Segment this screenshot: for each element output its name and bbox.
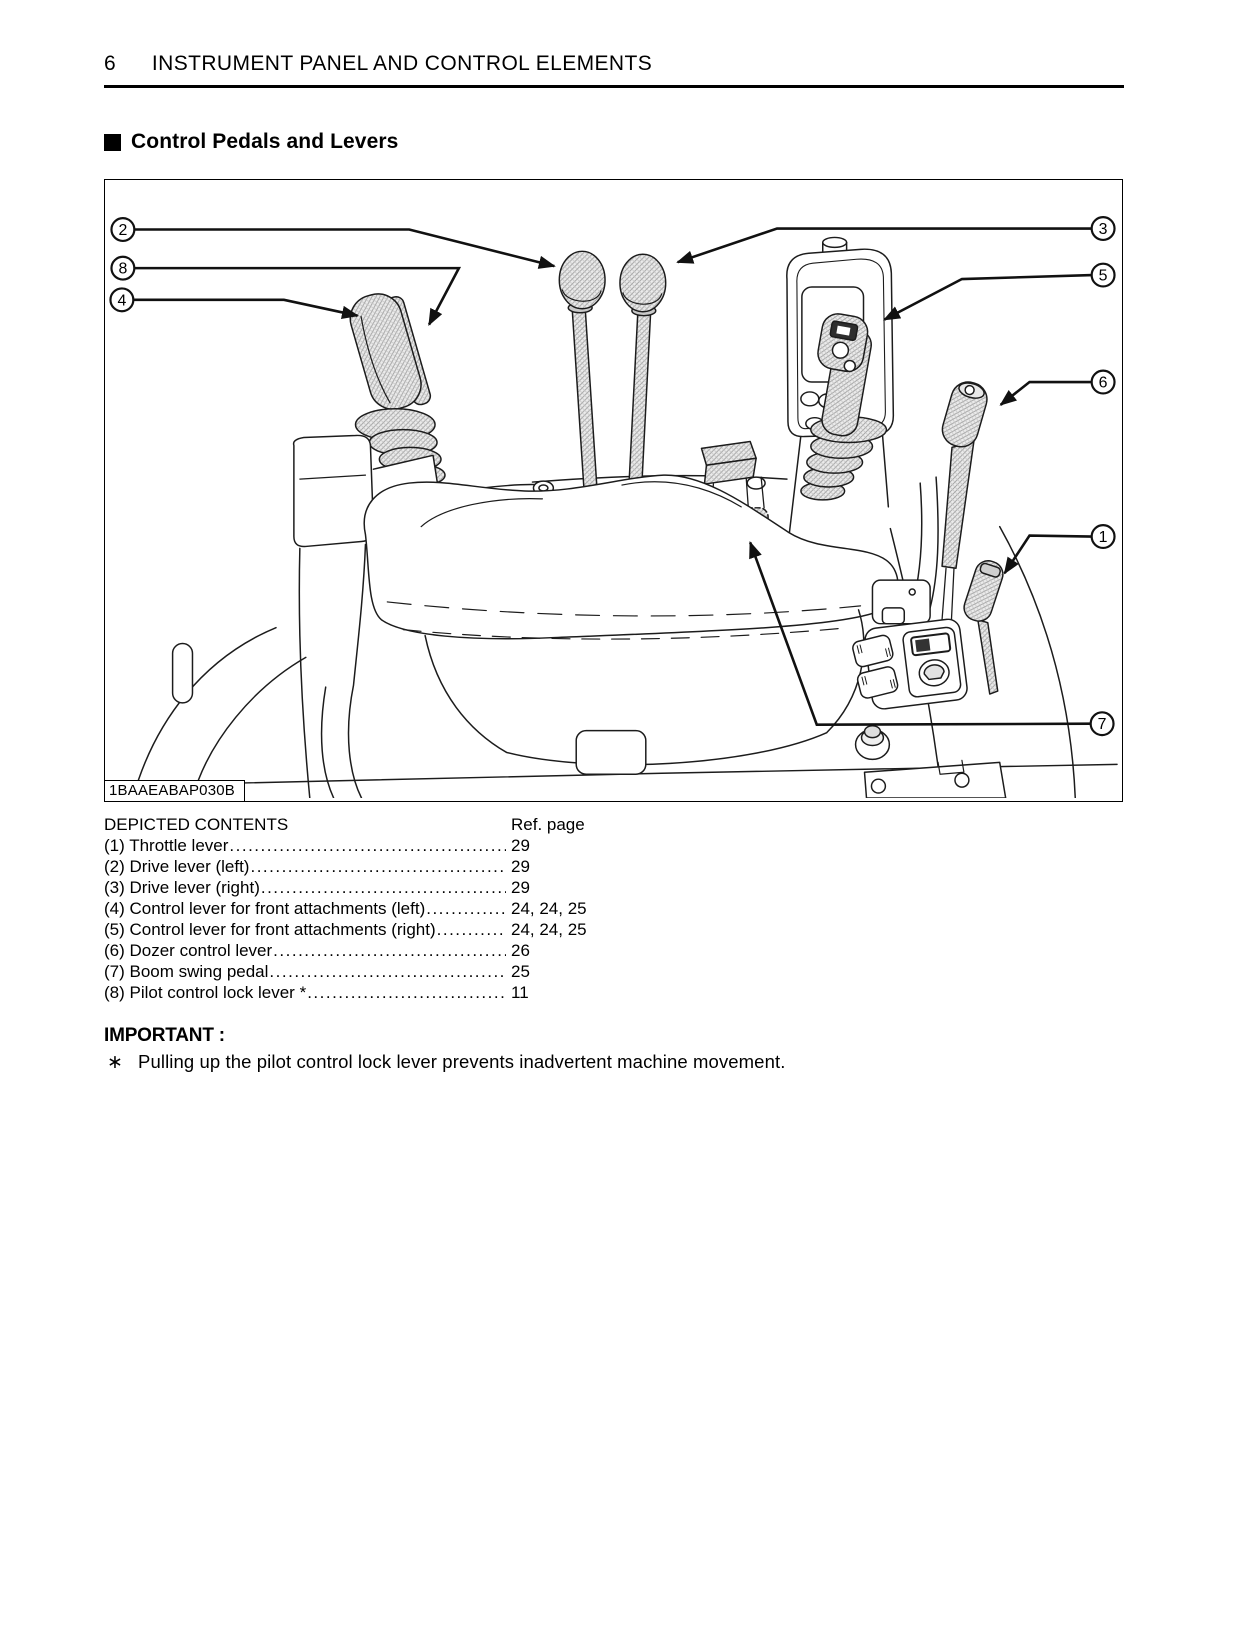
- depicted-contents-list: DEPICTED CONTENTS Ref. page (1) Throttle…: [104, 814, 704, 1003]
- item-label: (5) Control lever for front attachments …: [104, 920, 436, 939]
- item-label: (1) Throttle lever: [104, 836, 229, 855]
- callout-3-circle: [1090, 216, 1116, 242]
- list-item: (4) Control lever for front attachments …: [104, 898, 704, 919]
- callout-3-label: 3: [1099, 221, 1108, 238]
- machine-line-art: [106, 236, 1118, 798]
- list-item: (2) Drive lever (left) 29: [104, 856, 704, 877]
- item-page: 25: [511, 962, 530, 981]
- item-page: 24, 24, 25: [511, 920, 587, 939]
- important-text-row: ∗ Pulling up the pilot control lock leve…: [104, 1051, 1124, 1074]
- ref-page-heading: Ref. page: [511, 815, 585, 834]
- asterisk-bullet: ∗: [107, 1052, 124, 1073]
- callout-2-label: 2: [118, 222, 127, 239]
- fender-slot: [171, 642, 194, 704]
- contents-header-row: DEPICTED CONTENTS Ref. page: [104, 814, 704, 835]
- leader-3: [676, 227, 1093, 264]
- item-page: 29: [511, 878, 530, 897]
- list-item: (5) Control lever for front attachments …: [104, 919, 704, 940]
- leader-1: [1003, 534, 1093, 575]
- leader-4: [132, 298, 360, 319]
- page-header: 6 INSTRUMENT PANEL AND CONTROL ELEMENTS: [104, 52, 1124, 88]
- callout-6-label: 6: [1099, 375, 1108, 392]
- item-page: 29: [511, 836, 530, 855]
- dot-leader: [437, 919, 506, 940]
- item-label: (8) Pilot control lock lever *: [104, 983, 307, 1002]
- dot-leader: [273, 940, 506, 961]
- figure-id-label: 1BAAEABAP030B: [105, 780, 246, 801]
- dot-leader: [261, 877, 506, 898]
- control-station-drawing: 2 8 4 3 5 6 1 7: [106, 216, 1118, 798]
- leader-7: [748, 541, 1092, 727]
- item-page: 11: [511, 983, 529, 1002]
- leader-6: [999, 380, 1093, 406]
- seat-boot: [424, 609, 865, 766]
- callout-4-circle: [109, 287, 135, 313]
- dot-leader: [307, 982, 506, 1003]
- callout-6-circle: [1090, 369, 1116, 395]
- section-heading: Control Pedals and Levers: [104, 130, 1124, 154]
- dozer-control-lever: [939, 381, 988, 651]
- switch-panel: [864, 618, 968, 710]
- item-page: 26: [511, 941, 530, 960]
- bottom-right-panel: [863, 759, 1007, 798]
- important-text: Pulling up the pilot control lock lever …: [138, 1051, 786, 1072]
- round-cap: [854, 724, 891, 761]
- leader-5: [883, 273, 1093, 321]
- item-label: (7) Boom swing pedal: [104, 962, 269, 981]
- callout-8-circle: [110, 255, 136, 281]
- manual-page: 6 INSTRUMENT PANEL AND CONTROL ELEMENTS …: [0, 52, 1236, 1074]
- callout-5-label: 5: [1099, 268, 1108, 285]
- left-fender: [132, 626, 307, 798]
- callout-4-label: 4: [117, 292, 126, 309]
- callout-7-circle: [1089, 711, 1115, 737]
- page-number: 6: [104, 52, 116, 75]
- dot-leader: [229, 835, 506, 856]
- chapter-title: INSTRUMENT PANEL AND CONTROL ELEMENTS: [151, 52, 653, 75]
- item-page: 29: [511, 857, 530, 876]
- callout-1-circle: [1090, 524, 1116, 550]
- item-label: (4) Control lever for front attachments …: [104, 899, 426, 918]
- seat-bracket: [575, 729, 647, 775]
- right-control-lever: [800, 313, 888, 501]
- important-heading: IMPORTANT :: [104, 1025, 225, 1046]
- callout-8-label: 8: [118, 261, 127, 278]
- right-drive-lever: [619, 253, 667, 526]
- dot-leader: [426, 898, 506, 919]
- list-item: (3) Drive lever (right) 29: [104, 877, 704, 898]
- list-item: (1) Throttle lever 29: [104, 835, 704, 856]
- list-item: (8) Pilot control lock lever * 11: [104, 982, 704, 1003]
- list-item: (6) Dozer control lever 26: [104, 940, 704, 961]
- callouts: 2 8 4 3 5 6 1 7: [109, 216, 1116, 737]
- monitor-button: [800, 391, 820, 407]
- throttle-lever: [963, 560, 1004, 695]
- section-title: Control Pedals and Levers: [131, 130, 399, 153]
- leader-2: [133, 228, 556, 269]
- left-drive-lever: [558, 250, 606, 524]
- dot-leader: [250, 856, 506, 877]
- section-bullet-square: [104, 133, 121, 151]
- small-rocker-switches: [852, 634, 899, 699]
- item-label: (2) Drive lever (left): [104, 857, 250, 876]
- contents-heading: DEPICTED CONTENTS: [104, 815, 289, 834]
- seat-latch: [871, 579, 931, 625]
- callout-2-circle: [110, 217, 136, 242]
- callout-5-circle: [1090, 262, 1116, 288]
- joystick-horn-button: [831, 341, 850, 359]
- item-page: 24, 24, 25: [511, 899, 587, 918]
- left-console-leg: [298, 543, 367, 798]
- important-note: IMPORTANT : ∗ Pulling up the pilot contr…: [104, 1025, 1124, 1074]
- item-label: (3) Drive lever (right): [104, 878, 260, 897]
- operator-seat: [363, 474, 899, 775]
- figure-control-pedals: 2 8 4 3 5 6 1 7 1BAAEABAP030B: [104, 179, 1123, 802]
- leader-8: [133, 266, 462, 326]
- callout-1-label: 1: [1099, 529, 1108, 546]
- callout-7-label: 7: [1098, 716, 1107, 733]
- callout-leaders: [132, 227, 1093, 727]
- list-item: (7) Boom swing pedal 25: [104, 961, 704, 982]
- item-label: (6) Dozer control lever: [104, 941, 273, 960]
- dot-leader: [269, 961, 506, 982]
